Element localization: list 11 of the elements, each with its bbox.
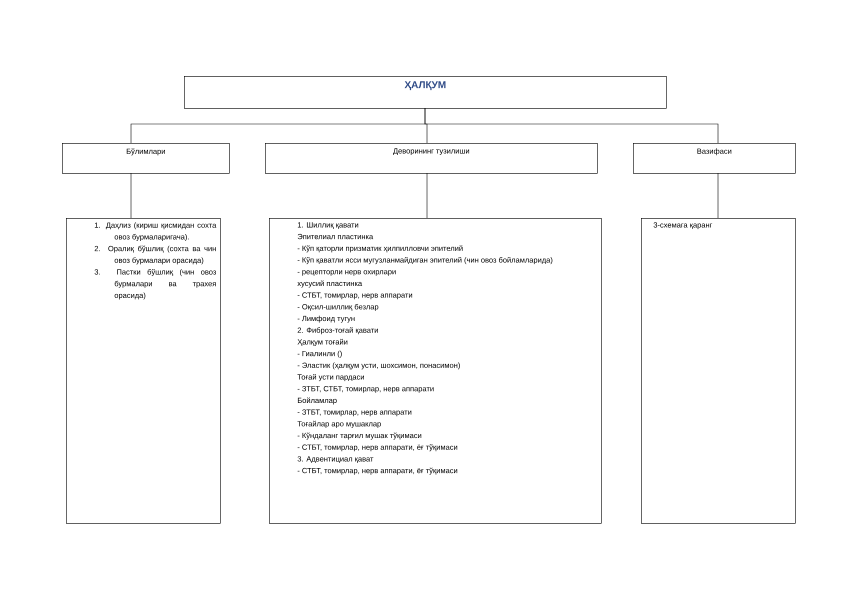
content-box [641, 218, 796, 524]
connector-line [426, 172, 428, 218]
section-box [265, 143, 598, 174]
content-box [269, 218, 602, 524]
connector-line [130, 172, 132, 218]
connector-line [424, 108, 718, 144]
heading: ҲАЛҚУМ [404, 81, 446, 90]
section-box [633, 143, 796, 174]
section-box [62, 143, 230, 174]
content-box [66, 218, 221, 524]
title-box [184, 76, 667, 109]
